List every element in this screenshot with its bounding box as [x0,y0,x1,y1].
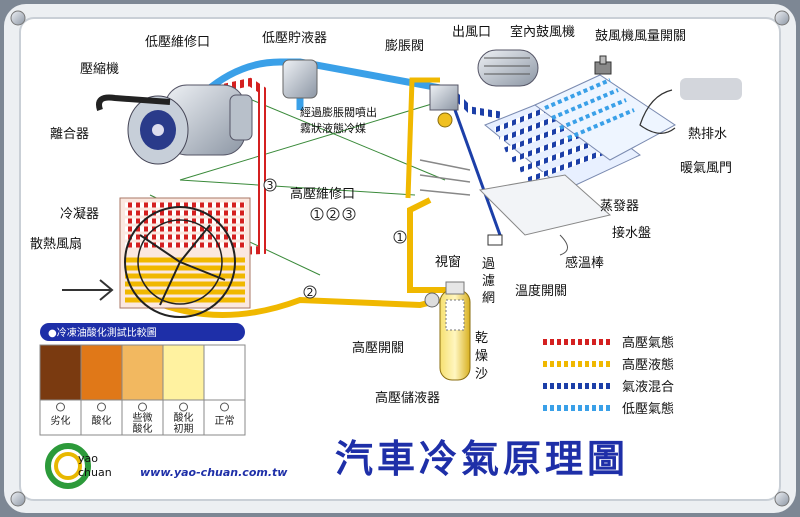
oil-swatch-label: 正常 [215,414,235,427]
receiver-drier [424,281,471,381]
blower-switch [594,55,612,75]
oil-swatch: 正常 [203,344,246,436]
port-marker-2: 2 [330,208,337,221]
label-condenser: 冷凝器 [60,206,99,222]
oil-swatch-label: 劣化 [51,414,71,427]
label-filter: 過 [482,257,495,272]
legend-label: 高壓氣態 [622,335,674,351]
cooling-fan [124,206,236,318]
label-air-outlet: 出風口 [452,25,491,40]
oil-swatch-label: 初期 [174,422,194,435]
legend-label: 氣液混合 [622,380,674,395]
label-cooling-fan: 散熱風扇 [30,236,82,252]
label-sensor: 感溫棒 [565,255,604,271]
label-sight-glass: 視窗 [435,254,461,270]
sensor-bulb [487,234,503,246]
clutch [127,95,189,165]
oil-swatch-label: 些微 [133,411,153,424]
label-high-pressure-switch: 高壓開關 [352,340,404,356]
line-legend-item: 低壓氣態 [540,401,674,417]
oil-test-title: ●冷凍油酸化測試比較圖 [48,326,157,339]
label-clutch: 離合器 [50,127,89,142]
line-legend-item: 高壓液態 [540,357,674,373]
label-blower-switch: 鼓風機風量開關 [595,29,686,44]
label-temp-switch: 溫度開關 [515,283,567,299]
airflow-arrow-icon [419,159,471,196]
label-drain-pan: 接水盤 [612,225,651,241]
heat-water-tank [680,78,742,100]
label-accumulator: 低壓貯液器 [262,31,327,46]
label-desiccant: 沙 [475,367,488,382]
label-desiccant: 乾 [475,331,488,346]
oil-test-chart: ●冷凍油酸化測試比較圖 劣化酸化些微酸化酸化初期正常 [39,323,246,436]
label-note-2: 霧狀液態冷媒 [300,121,366,135]
label-receiver-drier: 高壓儲液器 [375,390,440,406]
evaporator [478,94,641,236]
label-filter: 濾 [482,274,495,289]
airflow-arrow-icon [62,279,114,301]
mixed-line [452,92,501,119]
label-filter: 網 [482,291,495,306]
drive-belt [96,94,171,111]
accumulator [282,59,318,99]
page-title: 汽車冷氣原理圖 [335,437,629,481]
website-url: www.yao-chuan.com.tw [140,466,288,479]
port-marker-3: 3 [346,208,353,221]
port-marker-1: 1 [314,208,321,221]
blower [477,49,539,87]
label-desiccant: 燥 [475,349,488,364]
oil-swatch-label: 酸化 [92,414,112,427]
label-note-1: 經過膨脹閥噴出 [300,105,377,119]
oil-swatch-label: 酸化 [174,411,194,424]
label-high-pressure-port: 高壓維修口 [290,186,355,202]
marker-3: 3 [267,179,274,192]
label-low-pressure-port: 低壓維修口 [145,35,210,50]
oil-swatch: 酸化 [80,344,123,436]
screw-icon [10,10,790,507]
svg-text:yao: yao [78,452,98,465]
oil-swatch: 劣化 [39,344,82,436]
label-heat-water: 熱排水 [688,127,727,142]
label-indoor-blower: 室內鼓風機 [510,24,575,40]
heater-core [534,74,676,161]
line-legend-item: 氣液混合 [540,380,674,395]
svg-text:chuan: chuan [78,466,112,479]
flow-markers: 1 2 3 1 2 3 [263,178,407,299]
label-compressor: 壓縮機 [80,61,119,77]
label-evaporator: 蒸發器 [600,199,639,214]
marker-2: 2 [307,286,314,299]
legend-label: 高壓液態 [622,357,674,373]
label-heater-door: 暖氣風門 [680,161,732,176]
label-expansion-valve: 膨脹閥 [385,39,424,54]
expansion-valve [429,84,459,128]
line-legend-item: 高壓氣態 [540,335,674,351]
company-logo: yao chuan [45,443,112,489]
marker-1: 1 [397,231,404,244]
legend-label: 低壓氣態 [622,401,674,417]
oil-swatch-label: 酸化 [133,422,153,435]
